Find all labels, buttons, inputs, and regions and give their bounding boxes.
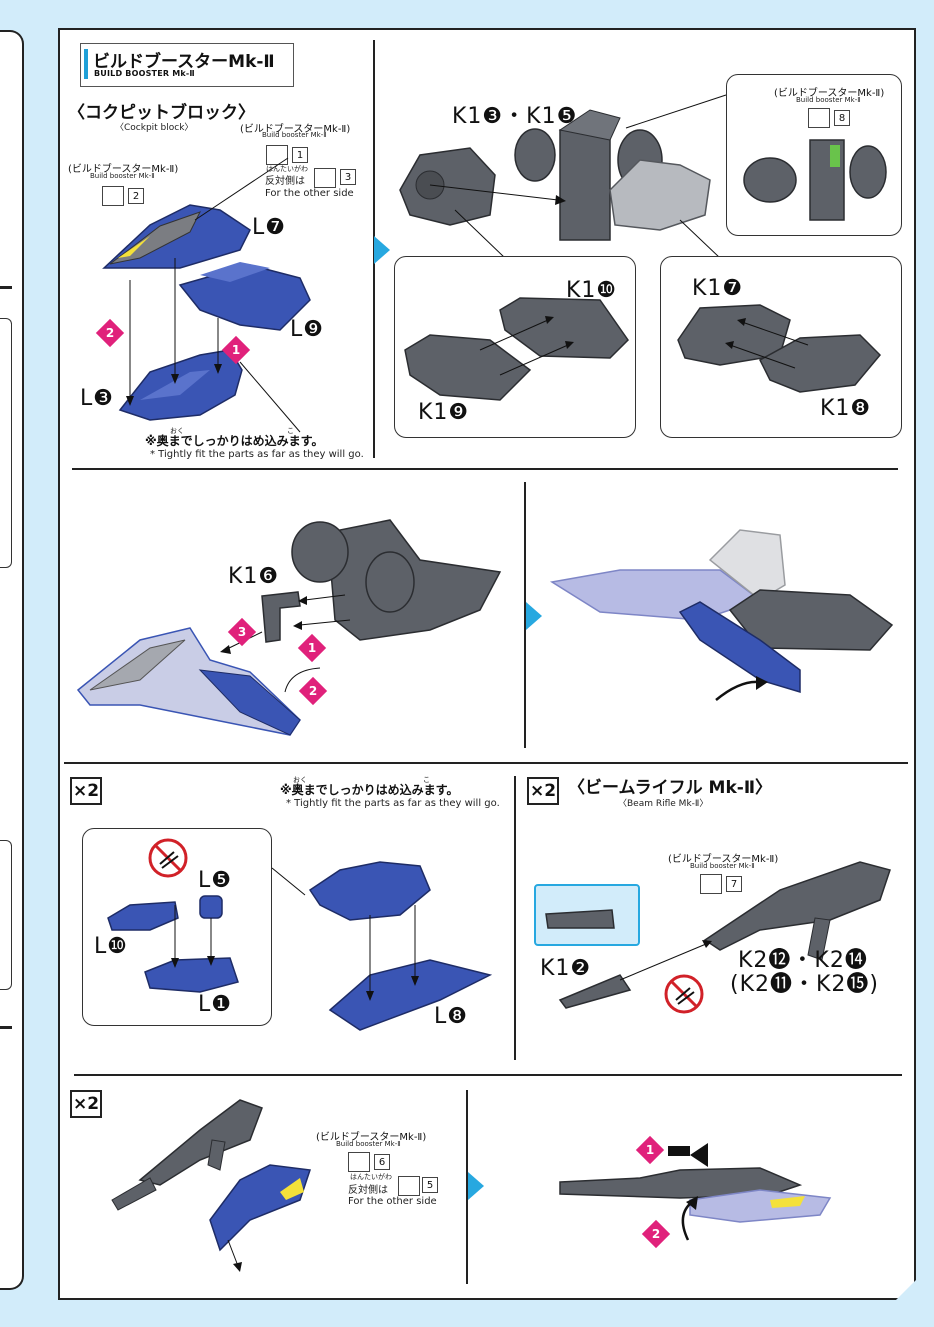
fit-note: ※奥までしっかりはめ込みます。 [280, 783, 459, 797]
page-edge-panel [0, 840, 12, 990]
ruby-text: はんたいがわ [350, 1173, 392, 1181]
sticker-number: 5 [422, 1177, 438, 1193]
part-label-k13-k15: K1❸・K1❺ [452, 104, 578, 129]
part-label-l7: L❼ [252, 215, 286, 240]
sticker-label-en: Build booster Mk-Ⅱ [796, 96, 861, 104]
rifle-heading: 〈ビームライフル Mk-Ⅱ〉 [568, 778, 773, 798]
cockpit-subheading: 〈Cockpit block〉 [115, 123, 194, 133]
other-side-label-en: For the other side [265, 188, 354, 199]
title-accent-bar [84, 49, 88, 79]
sticker-number: 6 [374, 1154, 390, 1170]
sticker-label-en: Build booster Mk-Ⅱ [690, 862, 755, 870]
sticker-icon [266, 145, 288, 165]
part-label-k2-main: K2⓬・K2⓮ [738, 948, 868, 973]
step-marker-2: 2 [641, 1219, 671, 1249]
sticker-number: 1 [292, 147, 308, 163]
part-label-k18: K1❽ [820, 396, 872, 421]
ruby-text: こ [287, 427, 294, 435]
sticker-label: (ビルドブースターMk-Ⅱ) [68, 164, 179, 175]
fit-note: ※奥までしっかりはめ込みます。 [145, 434, 324, 448]
sticker-number: 3 [340, 169, 356, 185]
sticker-icon [808, 108, 830, 128]
other-side-label: 反対側は [265, 176, 305, 187]
sticker-icon [314, 168, 336, 188]
ruby-text: おく [170, 427, 184, 435]
sticker-label: (ビルドブースターMk-Ⅱ) [774, 88, 885, 99]
part-label-l1: L❶ [198, 992, 232, 1017]
page-edge-panel [0, 318, 12, 568]
part-label-l10: L❿ [94, 934, 128, 959]
sticker-icon [102, 186, 124, 206]
page-title-en: BUILD BOOSTER Mk-Ⅱ [94, 69, 195, 78]
ruby-text: こ [423, 776, 430, 784]
part-label-l3: L❸ [80, 386, 114, 411]
part-label-l9: L❾ [290, 317, 324, 342]
fit-note-en: * Tightly fit the parts as far as they w… [286, 798, 500, 809]
other-side-label: 反対側は [348, 1185, 388, 1196]
sticker-icon [700, 874, 722, 894]
section-divider [74, 1074, 902, 1076]
section-divider [524, 482, 526, 748]
part-label-l8: L❽ [434, 1004, 468, 1029]
rifle-subheading: 〈Beam Rifle Mk-Ⅱ〉 [618, 799, 709, 809]
page-edge-mark [0, 1026, 12, 1029]
next-step-arrow [468, 1172, 484, 1200]
part-label-l5: L❺ [198, 868, 232, 893]
sticker-icon [398, 1176, 420, 1196]
step-marker-1: 1 [635, 1135, 665, 1165]
sticker-icon [348, 1152, 370, 1172]
section-divider [72, 468, 898, 470]
sticker-number: 2 [128, 188, 144, 204]
part-label-k17: K1❼ [692, 276, 744, 301]
section-divider [466, 1090, 468, 1284]
section-divider [514, 776, 516, 1060]
cockpit-heading: 〈コクピットブロック〉 [68, 103, 255, 123]
sticker-label: (ビルドブースターMk-Ⅱ) [240, 124, 351, 135]
ruby-text: おく [293, 776, 307, 784]
part-label-k12: K1❷ [540, 956, 592, 981]
other-side-label-en: For the other side [348, 1196, 437, 1207]
sticker-label: (ビルドブースターMk-Ⅱ) [316, 1132, 427, 1143]
sticker-number: 8 [834, 110, 850, 126]
next-step-arrow [526, 602, 542, 630]
left-page-edge [0, 30, 24, 1290]
page-title: ビルドブースターMk-Ⅱ [93, 52, 275, 72]
fit-note-en: * Tightly fit the parts as far as they w… [150, 449, 364, 460]
ruby-text: はんたいがわ [266, 165, 308, 173]
sticker-label-en: Build booster Mk-Ⅱ [336, 1140, 401, 1148]
sticker-number: 7 [726, 876, 742, 892]
sticker-label-en: Build booster Mk-Ⅱ [262, 131, 327, 139]
multiplier-badge: ×2 [70, 777, 102, 805]
multiplier-badge: ×2 [527, 777, 559, 805]
sticker-label-en: Build booster Mk-Ⅱ [90, 172, 155, 180]
section-divider [64, 762, 908, 764]
part-label-k16: K1❻ [228, 564, 280, 589]
part-label-k110: K1❿ [566, 278, 618, 303]
part-label-k19: K1❾ [418, 400, 470, 425]
page-edge-mark [0, 286, 12, 289]
sticker-label: (ビルドブースターMk-Ⅱ) [668, 854, 779, 865]
next-step-arrow [374, 236, 390, 264]
part-label-k2-alt: (K2⓫・K2⓯) [730, 972, 880, 997]
title-box [80, 43, 294, 87]
multiplier-badge: ×2 [70, 1090, 102, 1118]
